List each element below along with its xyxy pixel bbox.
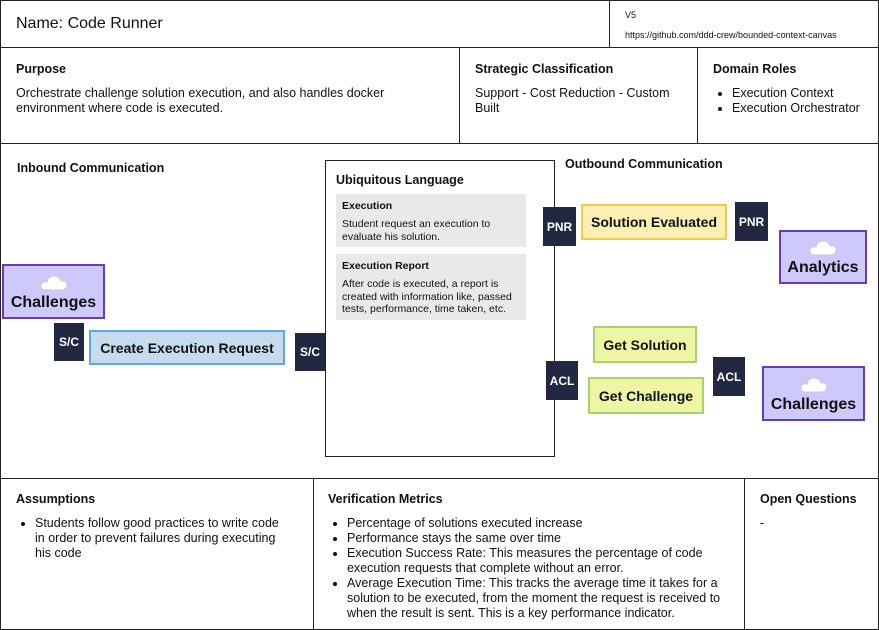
open-questions-title: Open Questions [760,492,857,506]
verification-section: Verification Metrics Percentage of solut… [313,478,745,630]
cloud-icon [799,377,828,393]
outbound-title: Outbound Communication [565,157,723,171]
metric-item: Execution Success Rate: This measures th… [347,546,729,576]
strategic-section: Strategic Classification Support - Cost … [459,47,698,144]
term-execution: Execution Student request an execution t… [336,194,526,247]
name-cell: Name: Code Runner [0,0,610,48]
acl-tag-left: ACL [546,361,578,400]
domain-roles-section: Domain Roles Execution Context Execution… [697,47,879,144]
domain-role-item: Execution Orchestrator [732,101,860,116]
purpose-section: Purpose Orchestrate challenge solution e… [0,47,460,144]
domain-roles-list: Execution Context Execution Orchestrator [714,86,860,116]
version-label: V5 [625,10,637,20]
pnr-tag-left: PNR [543,207,576,246]
metric-item: Performance stays the same over time [347,531,729,546]
version-cell: V5 https://github.com/ddd-crew/bounded-c… [609,0,879,48]
open-questions-text: - [760,516,765,530]
strategic-title: Strategic Classification [475,62,614,76]
inbound-title: Inbound Communication [17,161,165,175]
assumptions-title: Assumptions [16,492,96,506]
acl-tag-right: ACL [713,357,745,396]
command-create-execution-request[interactable]: Create Execution Request [89,330,285,365]
strategic-text: Support - Cost Reduction - Custom Built [475,86,670,115]
ubiquitous-language-box: Ubiquitous Language Execution Student re… [325,160,555,457]
inbound-context-challenges[interactable]: Challenges [2,264,105,319]
outbound-context-challenges[interactable]: Challenges [762,366,865,421]
domain-roles-title: Domain Roles [713,62,797,76]
ubiquitous-title: Ubiquitous Language [336,173,464,187]
metric-item: Percentage of solutions executed increas… [347,516,729,531]
open-questions-section: Open Questions - [744,478,879,630]
assumptions-section: Assumptions Students follow good practic… [0,478,314,630]
query-get-challenge[interactable]: Get Challenge [588,377,704,414]
event-solution-evaluated[interactable]: Solution Evaluated [581,204,727,240]
verification-list: Percentage of solutions executed increas… [329,516,729,621]
term-description: After code is executed, a report is crea… [342,278,512,315]
context-label: Challenges [770,396,857,413]
assumptions-list: Students follow good practices to write … [17,516,292,561]
cloud-icon [39,275,68,291]
term-description: Student request an execution to evaluate… [342,218,491,243]
verification-title: Verification Metrics [328,492,443,506]
sc-tag-left: S/C [54,323,84,361]
term-name: Execution [342,200,393,212]
purpose-title: Purpose [16,62,67,76]
domain-role-item: Execution Context [732,86,860,101]
canvas-name: Name: Code Runner [16,15,163,32]
outbound-context-analytics[interactable]: Analytics [779,230,867,284]
pnr-tag-right: PNR [735,202,768,241]
cloud-icon [809,240,837,256]
context-label: Challenges [10,294,97,311]
query-get-solution[interactable]: Get Solution [593,326,697,363]
context-label: Analytics [787,259,859,276]
term-name: Execution Report [342,260,429,272]
sc-tag-right: S/C [295,333,325,371]
term-execution-report: Execution Report After code is executed,… [336,254,526,320]
assumption-item: Students follow good practices to write … [35,516,292,561]
metric-item: Average Execution Time: This tracks the … [347,576,729,621]
template-url[interactable]: https://github.com/ddd-crew/bounded-cont… [625,30,837,40]
purpose-text: Orchestrate challenge solution execution… [16,86,385,115]
